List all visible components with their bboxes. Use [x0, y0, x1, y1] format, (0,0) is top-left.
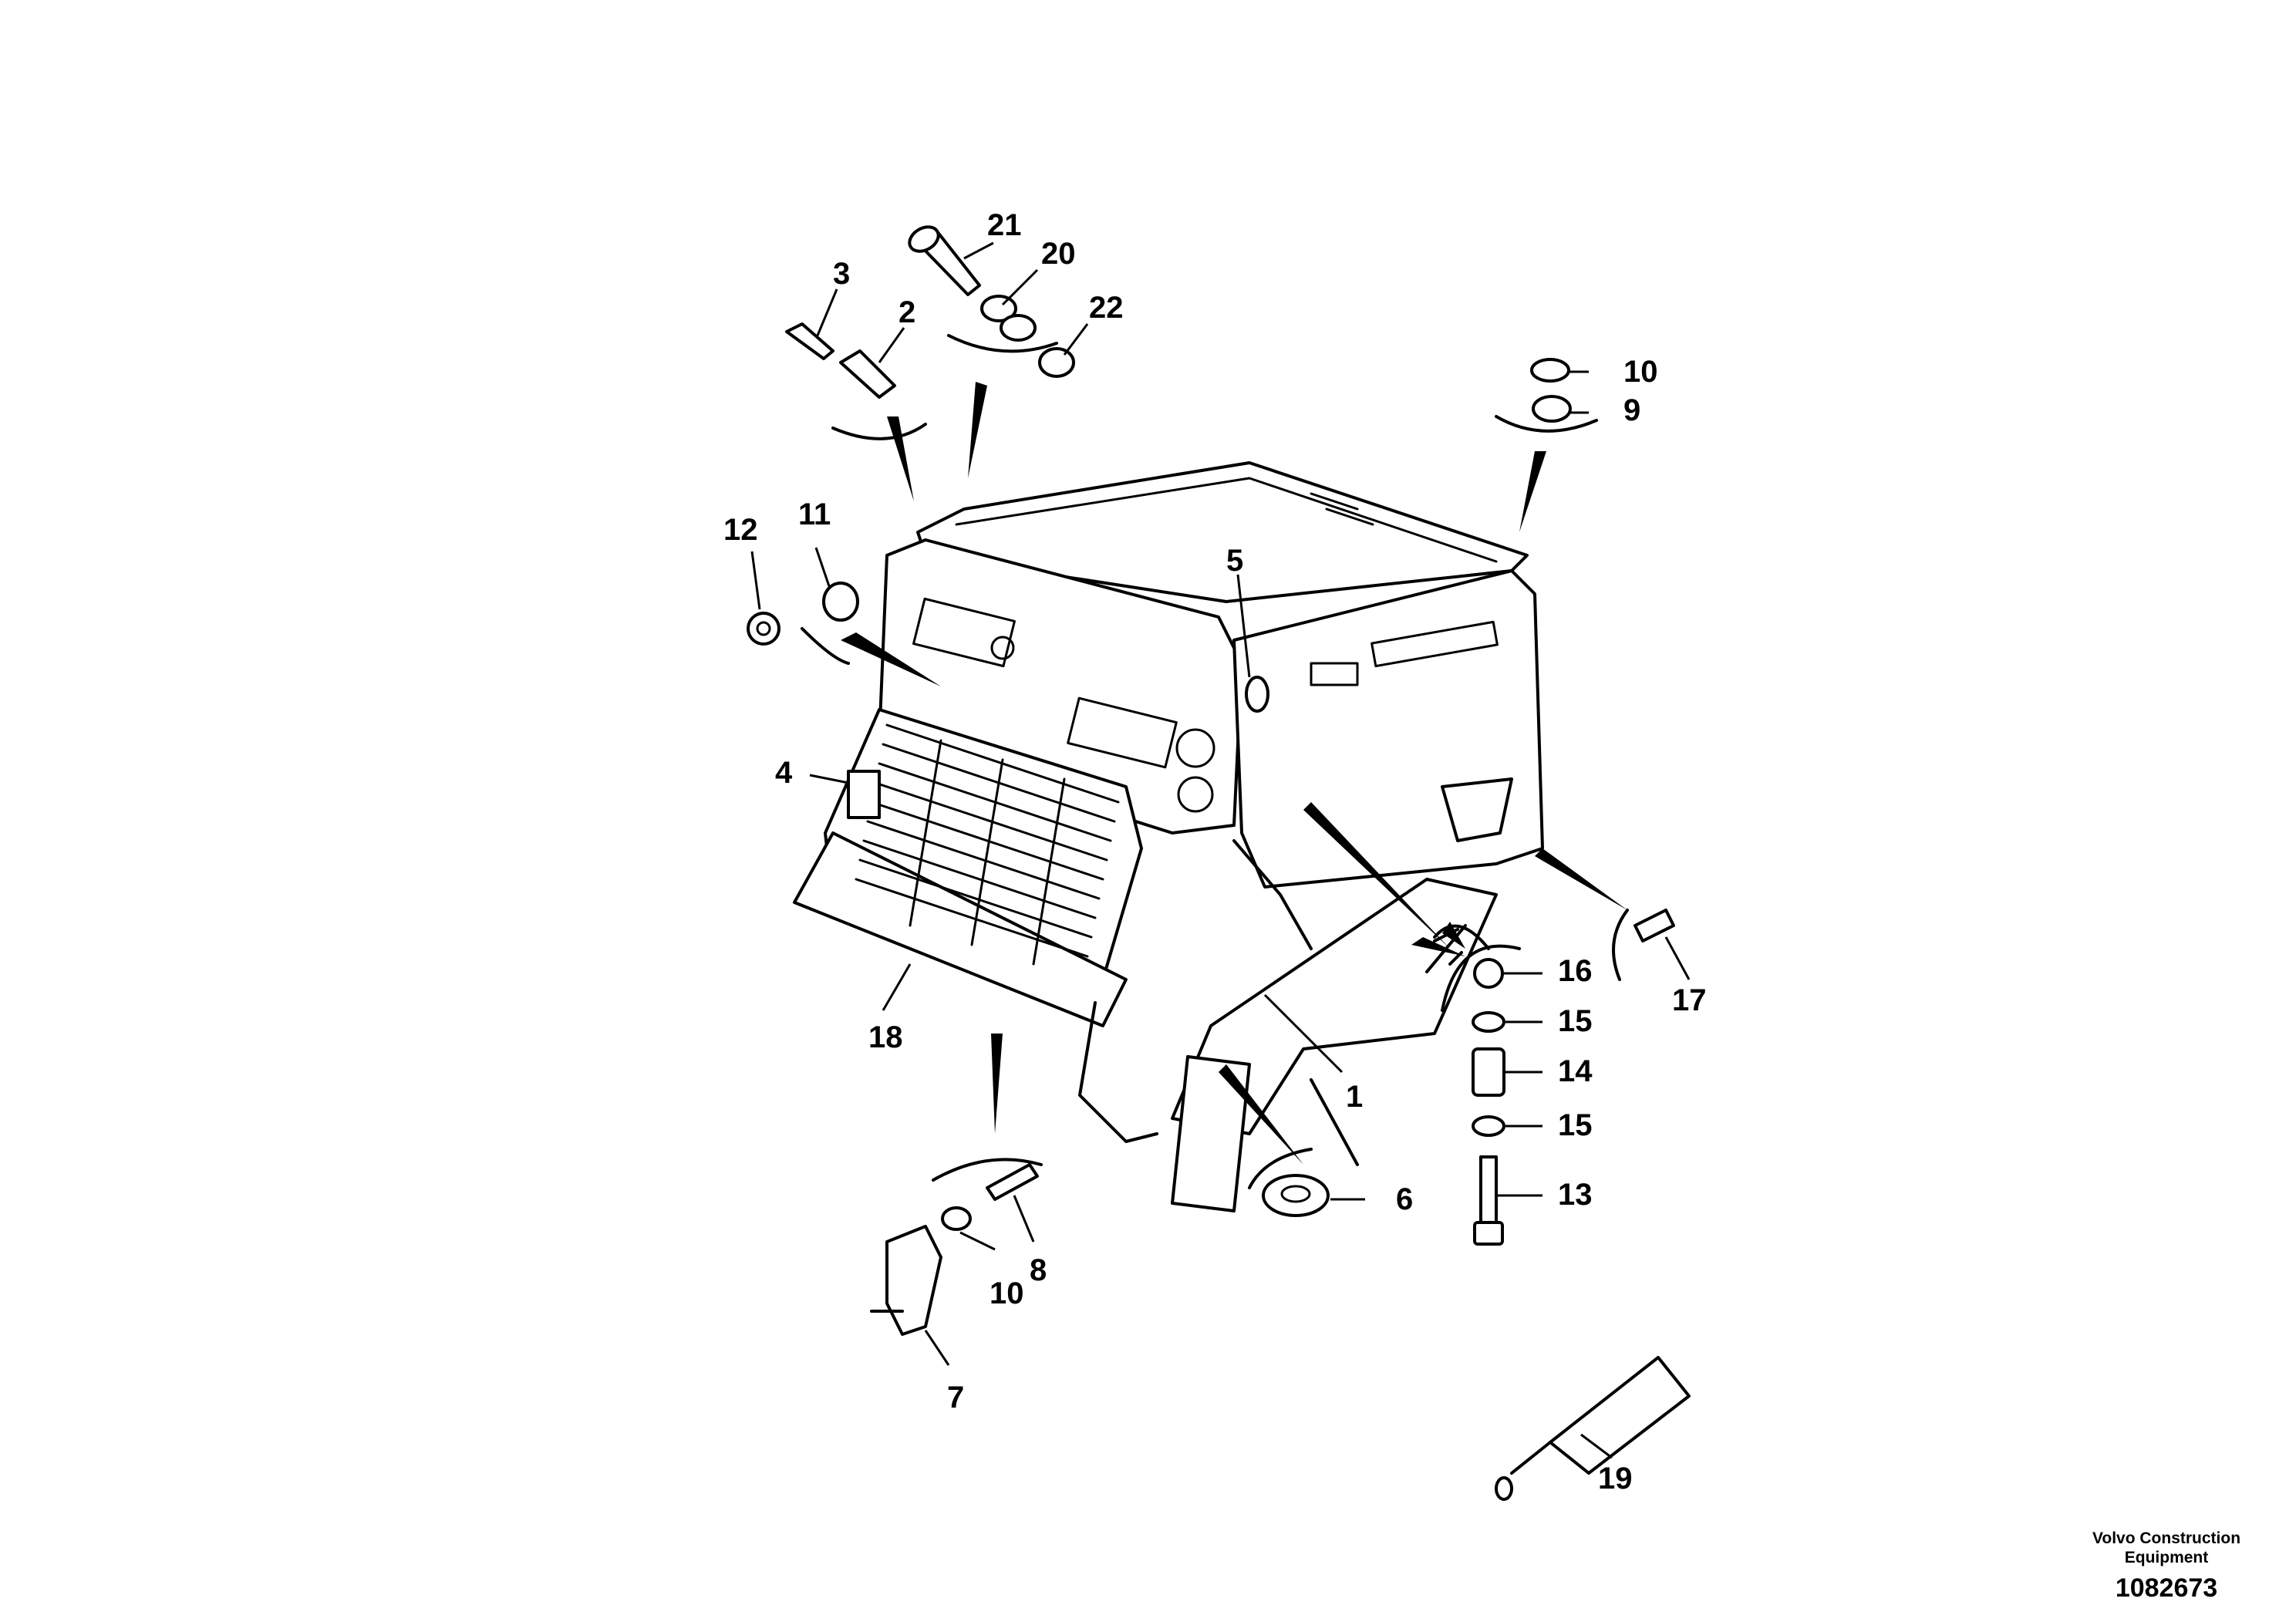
callout-6: 6 — [1396, 1182, 1413, 1216]
callout-20: 20 — [1041, 237, 1076, 271]
callout-numbers: 1 2 3 4 5 6 7 8 9 10 10 11 12 13 14 15 1… — [723, 208, 1707, 1496]
callout-21: 21 — [987, 208, 1022, 242]
loose-parts — [747, 225, 1691, 1501]
callout-1: 1 — [1346, 1080, 1363, 1114]
callout-9: 9 — [1623, 393, 1640, 427]
manufacturer-line-1: Volvo Construction — [2092, 1529, 2241, 1547]
callout-5: 5 — [1226, 544, 1243, 578]
callout-11: 11 — [798, 497, 831, 531]
callout-10-top: 10 — [1623, 355, 1658, 389]
callout-2: 2 — [899, 295, 915, 329]
callout-3: 3 — [833, 257, 850, 291]
callout-12: 12 — [723, 513, 758, 547]
callout-15-lower: 15 — [1558, 1108, 1593, 1142]
manufacturer-line-2: Equipment — [2124, 1549, 2209, 1566]
callout-16: 16 — [1558, 954, 1593, 988]
callout-22: 22 — [1089, 291, 1124, 325]
callout-4: 4 — [775, 756, 793, 790]
callout-18: 18 — [868, 1020, 903, 1054]
callout-14: 14 — [1558, 1054, 1593, 1088]
detail-arcs — [801, 334, 1629, 1189]
callout-15-upper: 15 — [1558, 1004, 1593, 1038]
callout-7: 7 — [947, 1381, 964, 1415]
grille-radiator — [793, 708, 1158, 1143]
callout-8: 8 — [1030, 1253, 1047, 1287]
leader-lines — [750, 241, 1691, 1459]
callout-19: 19 — [1598, 1462, 1633, 1496]
callout-13: 13 — [1558, 1178, 1593, 1212]
callout-17: 17 — [1672, 983, 1707, 1017]
callout-10-bottom: 10 — [990, 1276, 1024, 1310]
document-number: 1082673 — [2115, 1573, 2218, 1603]
manufacturer-label: Volvo Construction Equipment — [2082, 1529, 2251, 1567]
